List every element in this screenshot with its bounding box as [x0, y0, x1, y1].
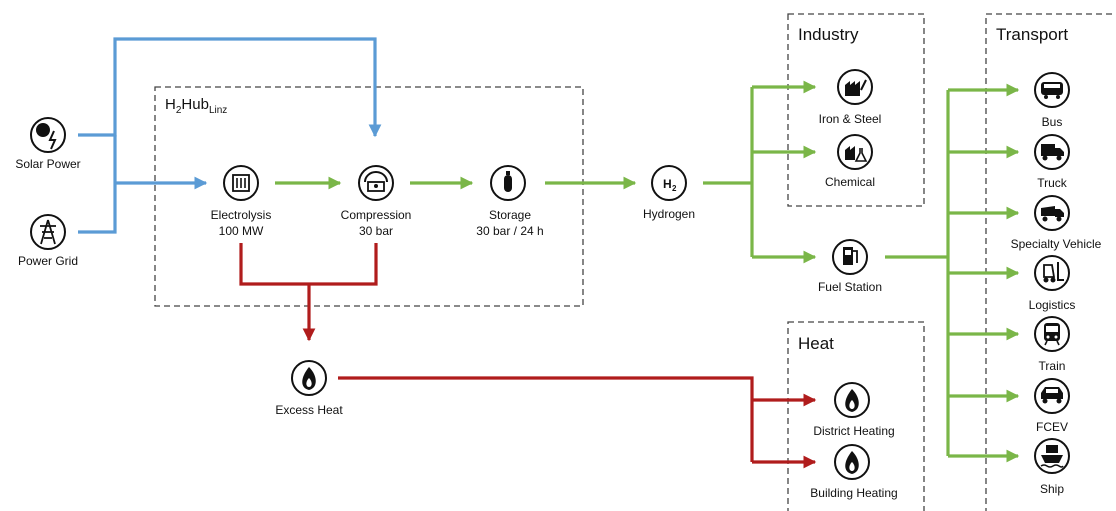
storage-sublabel: 30 bar / 24 h: [476, 224, 544, 238]
solar-power-label: Solar Power: [15, 157, 81, 171]
power-grid-label: Power Grid: [17, 254, 79, 268]
electrolyzer-icon: [223, 165, 259, 201]
truck-label: Truck: [1037, 176, 1067, 190]
truck-icon: [1034, 134, 1070, 170]
electricity-flows: [78, 37, 382, 234]
logistics-label: Logistics: [1028, 298, 1076, 312]
district-heating-flame-icon: [834, 382, 870, 418]
solar-icon: [30, 117, 66, 153]
h2hub-boundary: [154, 86, 584, 307]
industry-title: Industry: [798, 25, 859, 44]
heat-title: Heat: [798, 334, 834, 353]
iron-steel-label: Iron & Steel: [818, 112, 882, 126]
hydrogen-label: Hydrogen: [642, 207, 696, 221]
specialty-vehicle-icon: [1034, 195, 1070, 231]
building-heating-label: Building Heating: [810, 486, 898, 500]
grid-to-electrolysis-line: [78, 135, 117, 234]
heat-flows: [239, 243, 817, 469]
bus-label: Bus: [1041, 115, 1063, 129]
district-heating-label: District Heating: [813, 424, 895, 438]
chemical-label: Chemical: [824, 175, 876, 189]
excess-heat-flame-icon: [291, 360, 327, 396]
compression-label: Compression: [340, 208, 412, 222]
car-icon: [1034, 378, 1070, 414]
specialty-vehicle-label: Specialty Vehicle: [1010, 237, 1102, 251]
steel-mill-icon: [837, 69, 873, 105]
fuel-station-label: Fuel Station: [817, 280, 883, 294]
fuel-pump-icon: [832, 239, 868, 275]
bus-icon: [1034, 72, 1070, 108]
storage-label: Storage: [488, 208, 532, 222]
electrolysis-sublabel: 100 MW: [218, 224, 264, 238]
ship-icon: [1034, 438, 1070, 474]
fcev-label: FCEV: [1035, 420, 1069, 434]
forklift-icon: [1034, 255, 1070, 291]
electrolysis-heat-line: [239, 243, 378, 286]
train-label: Train: [1038, 359, 1066, 373]
power-pylon-icon: [30, 214, 66, 250]
industry-boundary: [787, 13, 925, 207]
electrolysis-label: Electrolysis: [210, 208, 272, 222]
train-icon: [1034, 316, 1070, 352]
building-heating-flame-icon: [834, 444, 870, 480]
excess-heat-label: Excess Heat: [275, 403, 343, 417]
hydrogen-symbol: H: [663, 177, 672, 191]
compression-sublabel: 30 bar: [358, 224, 394, 238]
excess-heat-line: [338, 376, 754, 462]
ship-label: Ship: [1039, 482, 1065, 496]
hydrogen-symbol-subscript: 2: [672, 184, 677, 193]
hydrogen-icon: [651, 165, 687, 201]
compressor-icon: [358, 165, 394, 201]
heat-boundary: [787, 321, 925, 511]
transport-title: Transport: [996, 25, 1069, 44]
hub-title: H2HubLinz: [165, 96, 228, 116]
gas-cylinder-icon: [490, 165, 526, 201]
chemical-plant-icon: [837, 134, 873, 170]
transport-boundary: [985, 13, 1116, 511]
hydrogen-flows: [275, 80, 1020, 463]
solar-to-compression-arrow: [78, 37, 382, 138]
